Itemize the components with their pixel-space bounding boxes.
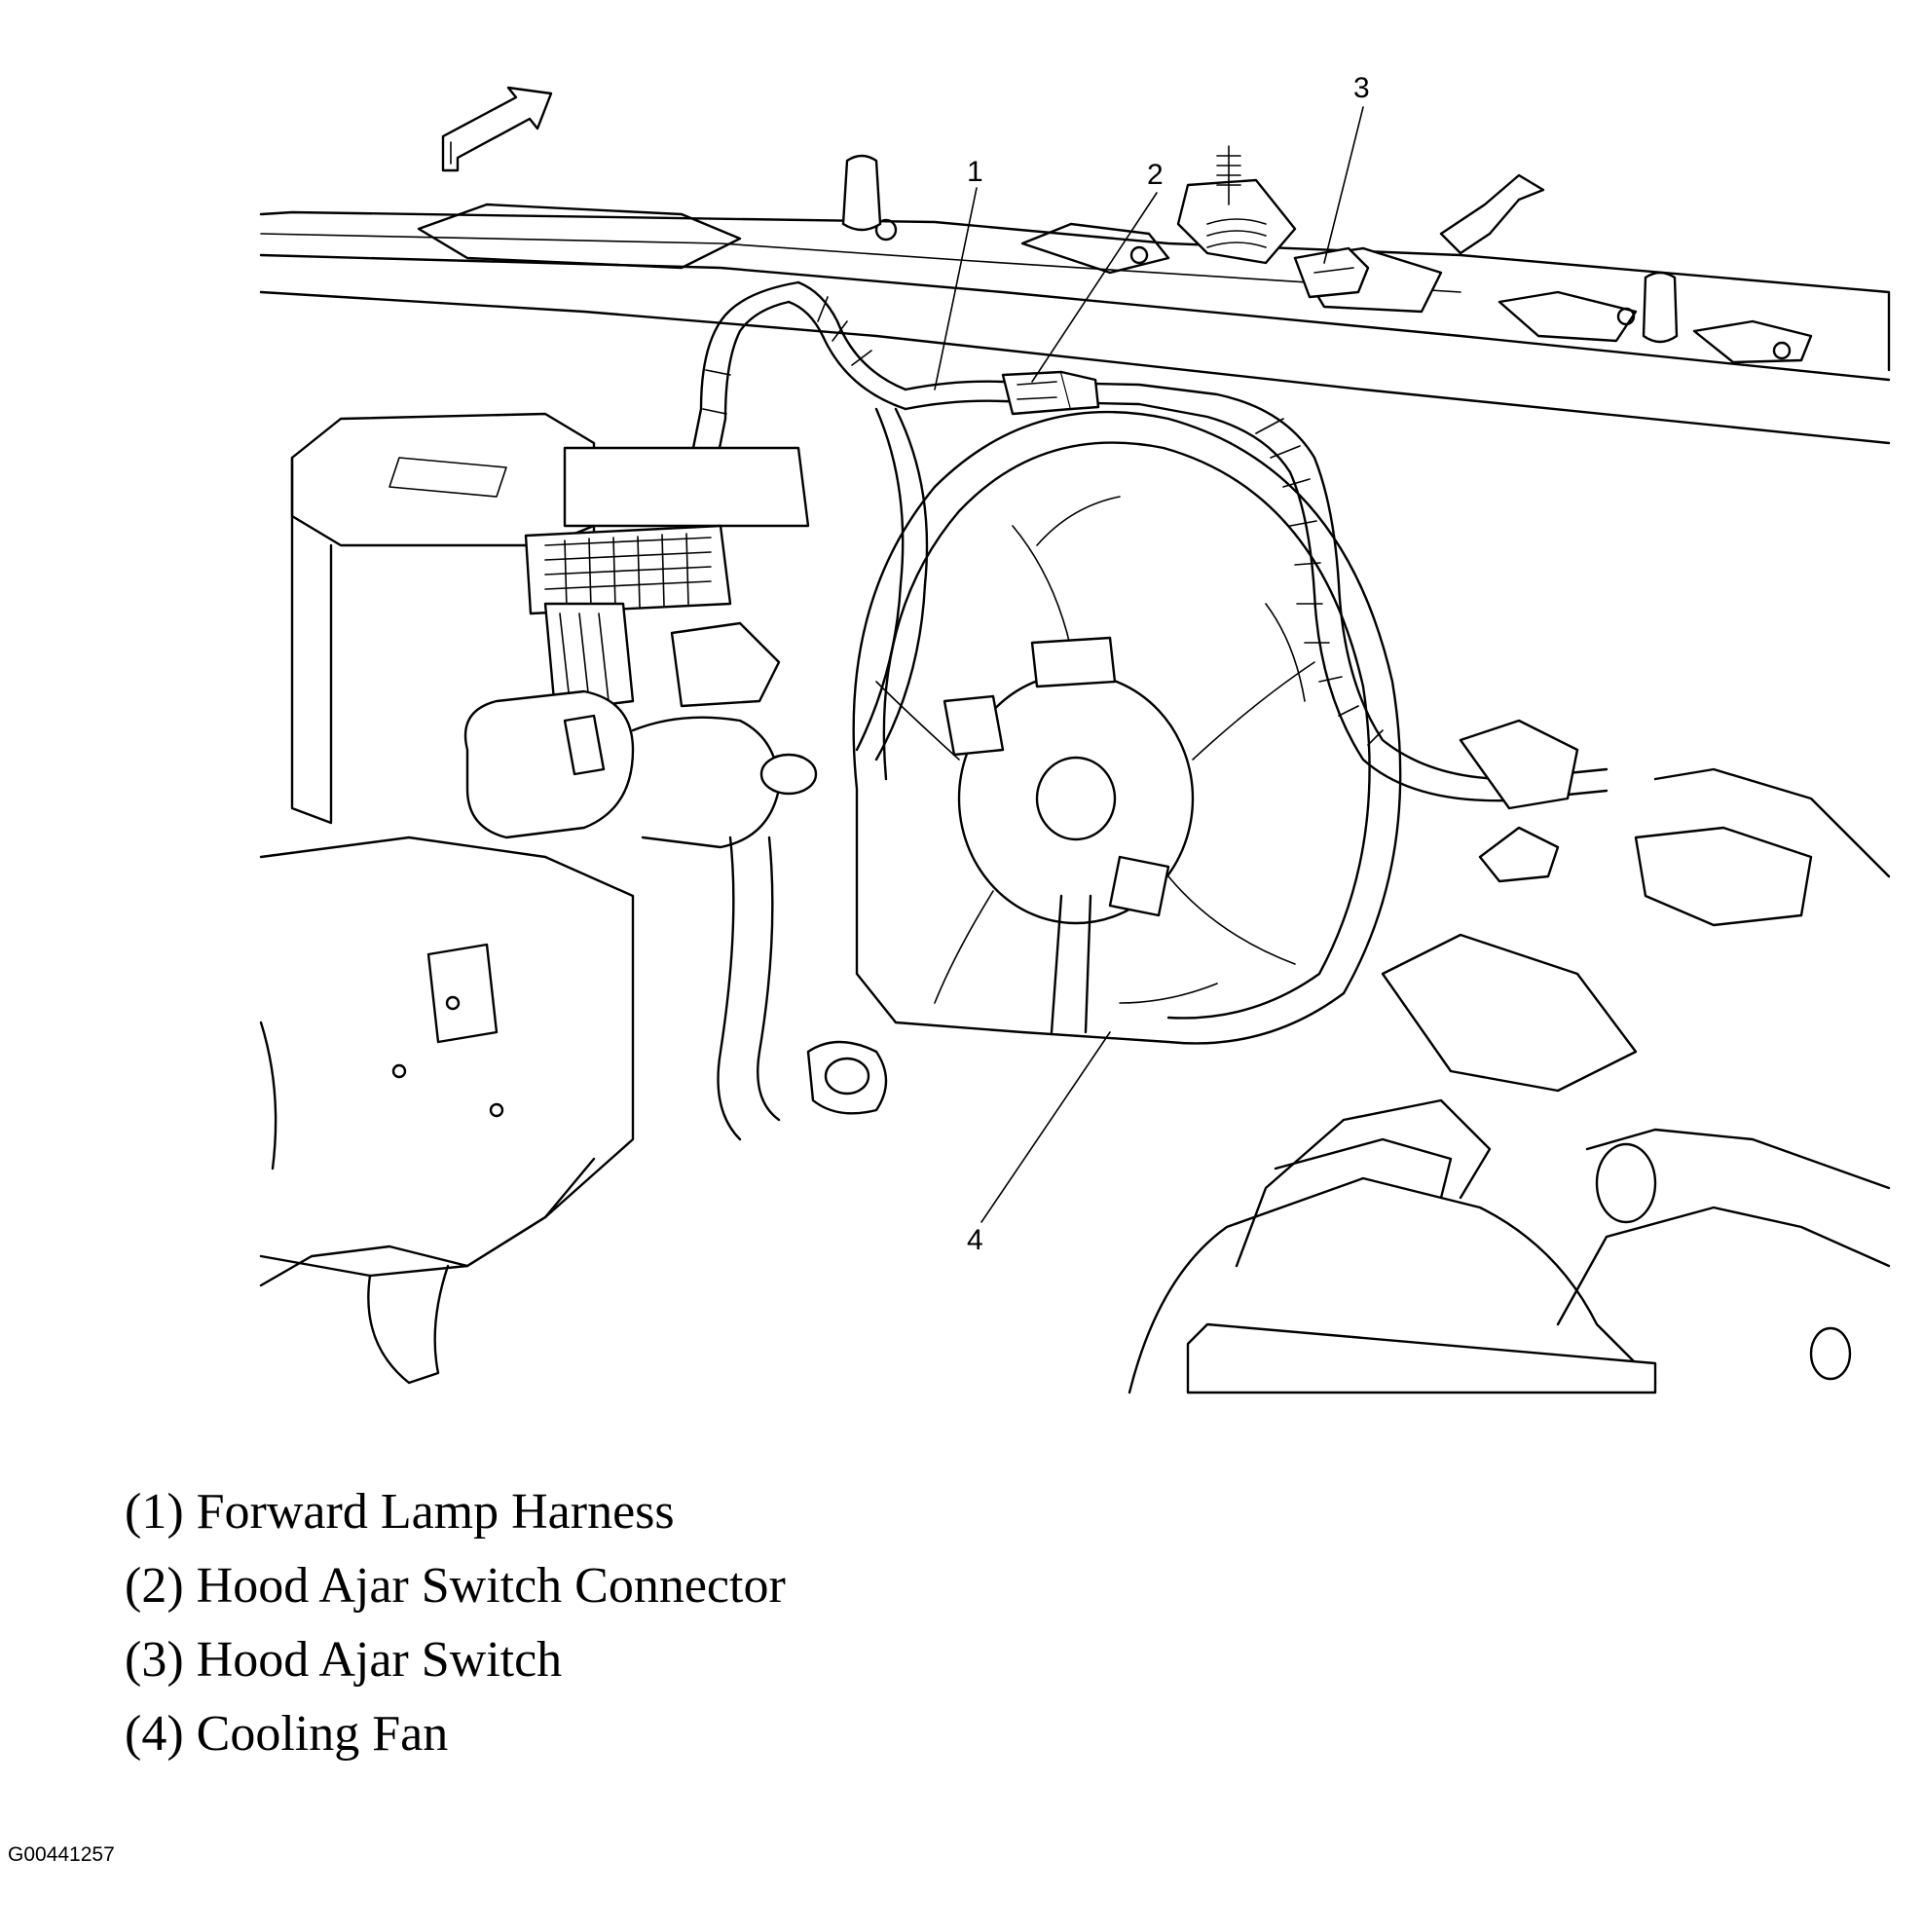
left-fender-apron: [259, 836, 635, 1385]
legend-label: Hood Ajar Switch Connector: [196, 1558, 786, 1614]
callout-3: 3: [1353, 72, 1370, 104]
callout-4: 4: [967, 1224, 983, 1256]
callout-leaders: [934, 106, 1364, 1223]
legend-num: (4): [125, 1706, 184, 1762]
callout-leader-2: [1031, 192, 1158, 383]
underhood-fuse-block: [290, 412, 810, 825]
hood-bumper: [841, 154, 1679, 344]
legend-num: (1): [125, 1484, 184, 1540]
hood-ajar-switch-connector: [1001, 370, 1100, 416]
figure-id: G00441257: [8, 1843, 115, 1866]
callout-1: 1: [967, 156, 983, 188]
cooling-fan: [852, 410, 1402, 1045]
legend-item-2: (2) Hood Ajar Switch Connector: [125, 1549, 786, 1623]
legend-item-1: (1) Forward Lamp Harness: [125, 1475, 786, 1549]
hood-ajar-switch: [1293, 246, 1370, 299]
legend-label: Hood Ajar Switch: [196, 1632, 563, 1688]
legend-num: (2): [125, 1558, 184, 1614]
right-fender-apron: [1128, 1098, 1891, 1394]
forward-lamp-harness: [680, 280, 1609, 802]
throttle-body: [463, 621, 818, 849]
legend-label: Cooling Fan: [196, 1706, 449, 1762]
callout-leader-4: [980, 1031, 1111, 1223]
callout-leader-3: [1323, 106, 1364, 264]
legend-label: Forward Lamp Harness: [196, 1484, 675, 1540]
radiator-support: [259, 203, 1891, 445]
callout-2: 2: [1147, 159, 1164, 191]
forward-direction-arrow-icon: [441, 86, 553, 172]
legend-item-4: (4) Cooling Fan: [125, 1697, 786, 1771]
module-connector: [524, 524, 732, 713]
component-legend: (1) Forward Lamp Harness (2) Hood Ajar S…: [125, 1475, 786, 1771]
legend-item-3: (3) Hood Ajar Switch: [125, 1623, 786, 1697]
legend-num: (3): [125, 1632, 184, 1688]
right-bracket: [1381, 719, 1891, 1093]
upper-radiator-hose: [717, 836, 888, 1141]
callout-leader-1: [934, 187, 978, 390]
